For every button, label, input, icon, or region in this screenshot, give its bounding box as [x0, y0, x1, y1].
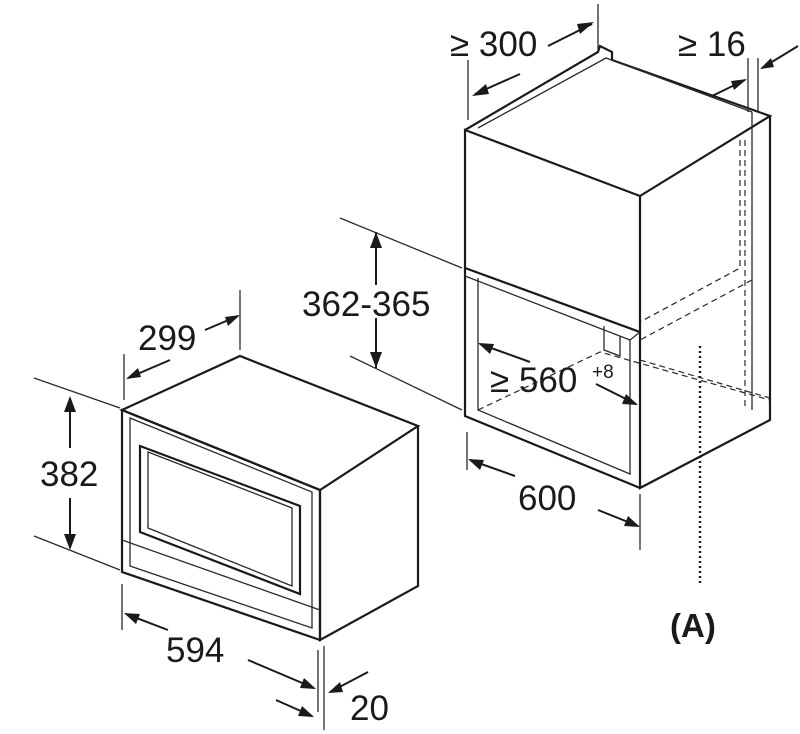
cabinet-lower-inner [477, 278, 631, 475]
cabinet-shelf-edge [464, 275, 641, 341]
label-reference-a: (A) [670, 607, 716, 644]
appliance-front-frame [120, 408, 322, 642]
cabinet-right-side [638, 116, 772, 490]
appliance-door-window-inner [147, 451, 293, 587]
label-appliance-height: 382 [40, 455, 98, 494]
appliance-door-window [138, 444, 302, 596]
label-niche-width-inner: ≥ 560 [490, 361, 577, 400]
label-appliance-depth: 299 [138, 319, 196, 358]
appliance-front-frame-inner [129, 417, 313, 629]
cabinet-bracket [603, 326, 621, 357]
cabinet-unit [463, 44, 773, 490]
label-niche-width-tolerance: +8 [592, 362, 614, 383]
cabinet-hidden-back-low [477, 279, 771, 411]
appliance-unit [119, 354, 421, 642]
label-top-gap: ≥ 16 [678, 25, 746, 64]
label-front-panel-depth: 20 [350, 689, 389, 728]
label-niche-height: 362-365 [302, 285, 430, 324]
label-niche-depth: ≥ 300 [450, 25, 537, 64]
cabinet-upper-top [464, 44, 773, 197]
cabinet-upper-front [463, 128, 642, 334]
dimension-lines [33, 4, 799, 730]
cabinet-top-inner-edge [477, 57, 753, 129]
cabinet-hidden-back-right [639, 140, 741, 323]
label-cabinet-width: 600 [518, 479, 576, 518]
appliance-control-strip [121, 539, 321, 611]
label-appliance-width: 594 [166, 631, 224, 670]
cabinet-lower-opening [463, 268, 641, 490]
